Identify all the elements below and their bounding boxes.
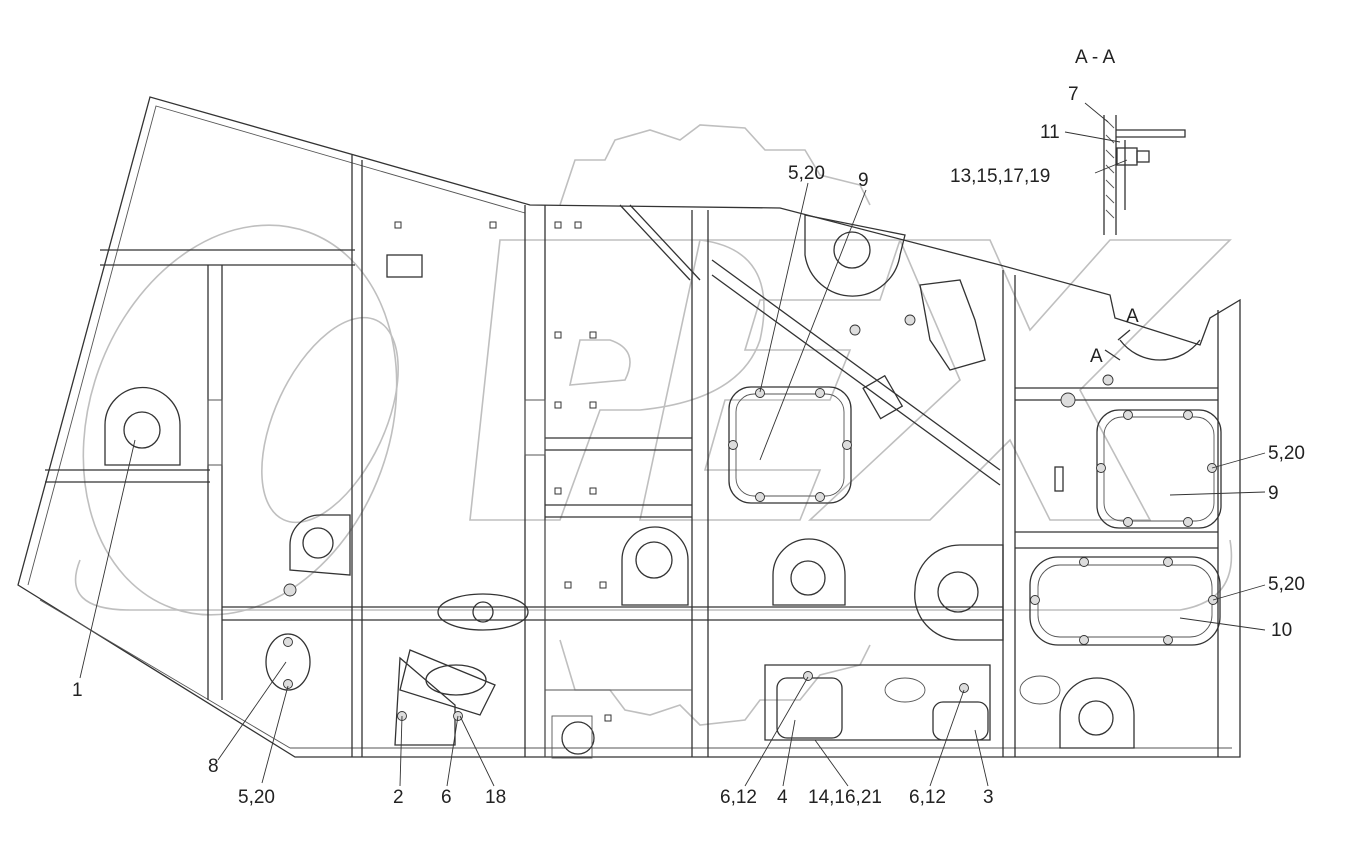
section-cut-marks: A A <box>1090 306 1139 367</box>
cut-mark-a-upper: A <box>1126 306 1139 327</box>
section-title: A - A <box>1075 47 1115 68</box>
bearing-mounts <box>104 214 1201 759</box>
label-9-top: 9 <box>858 170 869 191</box>
label-6-12-left: 6,12 <box>720 787 757 808</box>
small-holes <box>394 221 612 722</box>
panel-outline <box>17 96 1241 758</box>
label-9-right: 9 <box>1268 483 1279 504</box>
label-11: 11 <box>1040 122 1060 143</box>
label-13-15-17-19: 13,15,17,19 <box>950 166 1050 187</box>
fasteners <box>283 314 1218 721</box>
cut-mark-a-lower: A <box>1090 346 1103 367</box>
label-5-20-bottom-left: 5,20 <box>238 787 275 808</box>
label-5-20-right-upper: 5,20 <box>1268 443 1305 464</box>
label-2: 2 <box>393 787 404 808</box>
leader-lines <box>79 102 1266 787</box>
label-7: 7 <box>1068 84 1079 105</box>
label-5-20-top: 5,20 <box>788 163 825 184</box>
callout-labels: A - A 7 11 13,15,17,19 1 8 5,20 2 6 18 6… <box>72 47 1305 808</box>
label-14-16-21: 14,16,21 <box>808 787 882 808</box>
label-4: 4 <box>777 787 788 808</box>
label-1: 1 <box>72 680 83 701</box>
diagonal-brace <box>619 204 1001 486</box>
section-view <box>1103 115 1186 235</box>
label-8: 8 <box>208 756 219 777</box>
frame-members <box>45 155 1219 757</box>
label-5-20-right-lower: 5,20 <box>1268 574 1305 595</box>
label-18: 18 <box>485 787 506 808</box>
label-10: 10 <box>1271 620 1292 641</box>
label-6-12-right: 6,12 <box>909 787 946 808</box>
label-3: 3 <box>983 787 994 808</box>
hatches <box>265 254 1222 746</box>
label-6: 6 <box>441 787 452 808</box>
